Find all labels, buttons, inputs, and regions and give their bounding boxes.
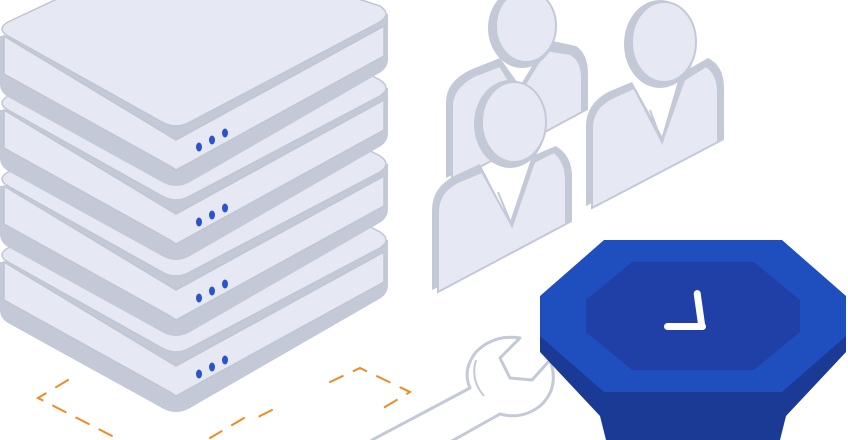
server-front	[3, 98, 385, 245]
server-front	[3, 24, 385, 171]
server-front	[3, 250, 385, 397]
person-icon	[586, 0, 724, 210]
clock-icon	[664, 290, 706, 330]
server-front	[3, 174, 385, 321]
status-dots	[196, 355, 228, 379]
server-top	[1, 0, 387, 127]
status-dots	[196, 203, 228, 227]
people-group	[432, 0, 724, 294]
wrench-body	[370, 335, 555, 440]
badge-inner	[586, 262, 800, 370]
clock-badge	[540, 240, 846, 440]
status-dots	[196, 128, 228, 152]
wrench	[370, 335, 555, 440]
server-stack	[0, 0, 388, 412]
status-dots	[196, 279, 228, 303]
dashed-outline	[35, 366, 413, 440]
server-unit-1	[0, 0, 388, 186]
person-icon	[432, 80, 572, 294]
